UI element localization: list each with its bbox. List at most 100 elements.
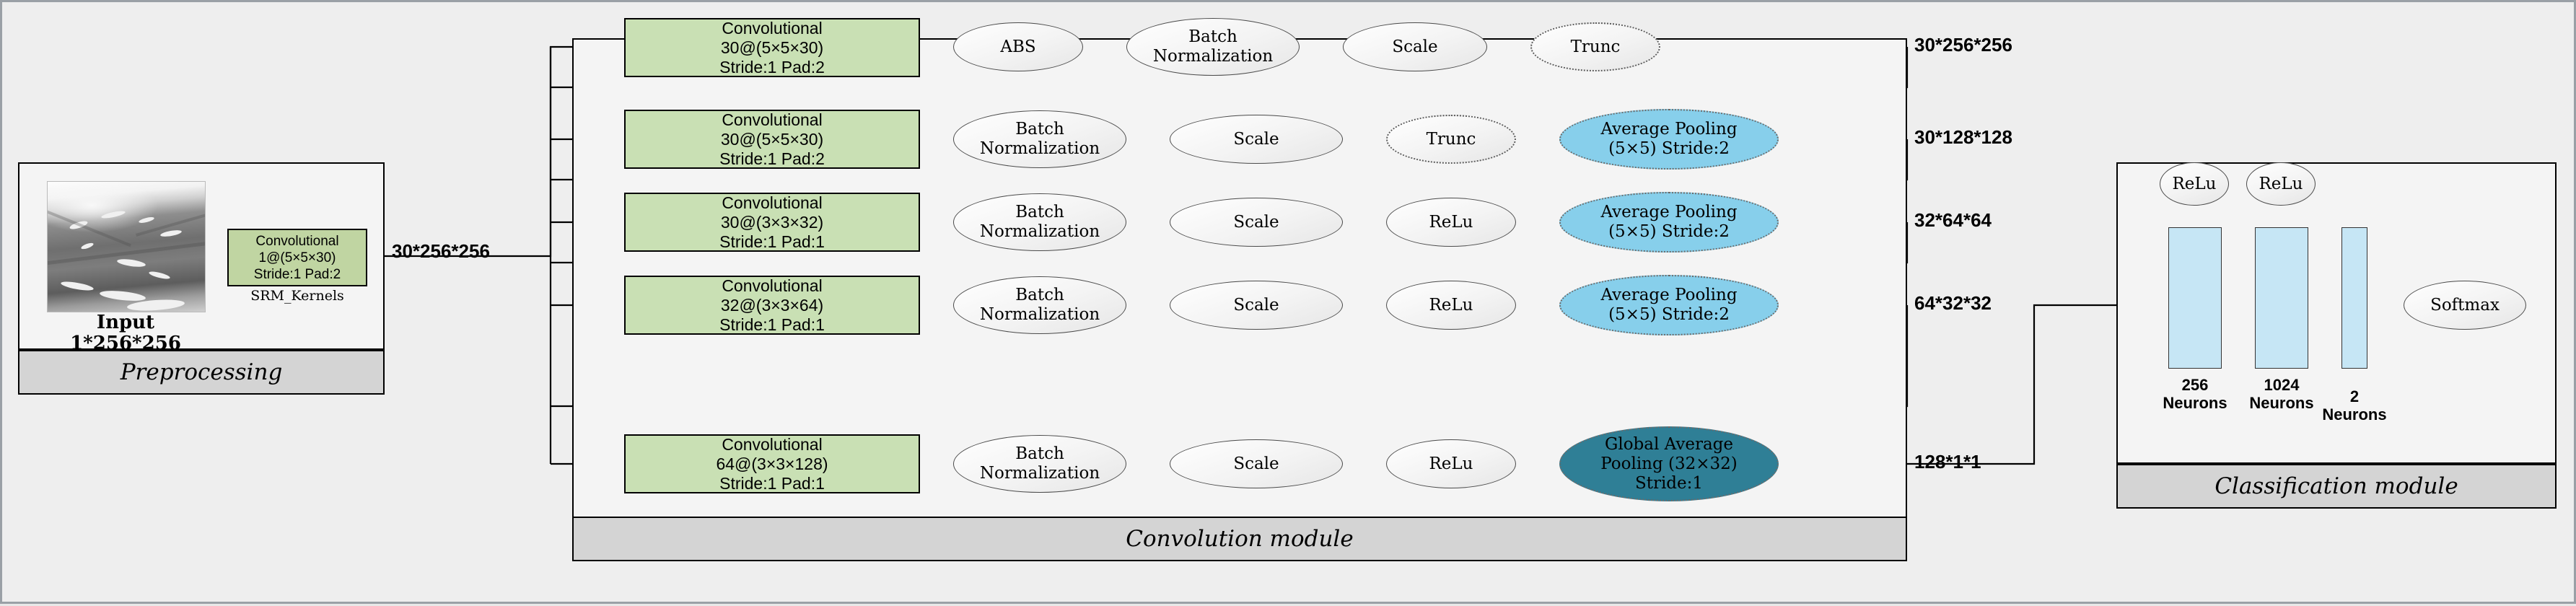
stage-batchnorm-row1[interactable]: Batch Normalization [1126, 18, 1300, 76]
fc-layer-2[interactable] [2341, 227, 2367, 369]
row2-output-dim: 30*128*128 [1914, 126, 2012, 148]
stage-label-l2: Normalization [979, 305, 1100, 324]
stage-label: Scale [1233, 129, 1279, 149]
stage-batchnorm-row2[interactable]: Batch Normalization [953, 110, 1126, 168]
input-caption-title: Input [96, 312, 155, 333]
relu-activation-2[interactable]: ReLu [2246, 162, 2316, 206]
softmax-label: Softmax [2430, 295, 2500, 315]
stage-label-l1: Batch [1015, 286, 1064, 304]
stage-label-l2: Normalization [1152, 47, 1274, 66]
conv-shape: 64@(3×3×128) [716, 454, 828, 473]
stage-label-l1: Average Pooling [1600, 286, 1738, 304]
relu-label: ReLu [2259, 174, 2303, 193]
stage-relu-row4[interactable]: ReLu [1386, 281, 1516, 330]
row5-output-dim: 128*1*1 [1914, 451, 1981, 473]
conv-box-row3[interactable]: Convolutional 30@(3×3×32) Stride:1 Pad:1 [624, 193, 920, 252]
softmax-node[interactable]: Softmax [2404, 281, 2526, 330]
conv-shape: 30@(5×5×30) [720, 129, 824, 149]
stage-label-l2: (5×5) Stride:2 [1608, 222, 1730, 241]
stage-avgpool-row4[interactable]: Average Pooling (5×5) Stride:2 [1559, 275, 1779, 335]
input-caption: Input 1*256*256 [34, 312, 217, 354]
stage-scale-row1[interactable]: Scale [1343, 22, 1487, 71]
srm-conv-shape: 1@(5×5×30) [258, 250, 336, 265]
srm-kernels-caption: SRM_Kernels [250, 288, 344, 304]
neuron-unit: Neurons [2249, 394, 2314, 412]
stage-scale-row3[interactable]: Scale [1170, 198, 1343, 247]
conv-stride: Stride:1 Pad:1 [719, 232, 825, 251]
stage-avgpool-row3[interactable]: Average Pooling (5×5) Stride:2 [1559, 192, 1779, 252]
stage-avgpool-row2[interactable]: Average Pooling (5×5) Stride:2 [1559, 109, 1779, 170]
srm-kernels-conv-box[interactable]: Convolutional 1@(5×5×30) Stride:1 Pad:2 [227, 229, 367, 286]
stage-label: Scale [1233, 212, 1279, 232]
stage-label-l1: Batch [1015, 120, 1064, 139]
conv-box-row2[interactable]: Convolutional 30@(5×5×30) Stride:1 Pad:2 [624, 110, 920, 169]
fc-layer-1024-caption: 1024 Neurons [2242, 376, 2321, 412]
stage-label-l2: Normalization [979, 222, 1100, 241]
relu-label: ReLu [2172, 174, 2217, 193]
conv-box-row5[interactable]: Convolutional 64@(3×3×128) Stride:1 Pad:… [624, 434, 920, 493]
conv-shape: 30@(3×3×32) [720, 212, 824, 232]
stage-label-l1: Average Pooling [1600, 120, 1738, 139]
stage-label: ReLu [1429, 212, 1473, 232]
stage-label: Trunc [1570, 37, 1621, 56]
stage-label-l1: Batch [1015, 444, 1064, 463]
stage-label: ReLu [1429, 454, 1473, 473]
conv-stride: Stride:1 Pad:1 [719, 473, 825, 493]
stage-label: ReLu [1429, 295, 1473, 315]
stage-label: Scale [1233, 454, 1279, 473]
preprocessing-output-dim: 30*256*256 [392, 240, 490, 262]
conv-shape: 32@(3×3×64) [720, 295, 824, 315]
row1-output-dim: 30*256*256 [1914, 34, 2012, 56]
conv-stride: Stride:1 Pad:2 [719, 57, 825, 76]
fc-layer-256-caption: 256 Neurons [2155, 376, 2235, 412]
stage-batchnorm-row3[interactable]: Batch Normalization [953, 193, 1126, 251]
conv-type: Convolutional [722, 18, 823, 38]
neuron-unit: Neurons [2322, 405, 2387, 423]
input-image-thumbnail [47, 181, 206, 312]
stage-batchnorm-row5[interactable]: Batch Normalization [953, 435, 1126, 493]
row4-output-dim: 64*32*32 [1914, 292, 1992, 314]
conv-type: Convolutional [722, 276, 823, 295]
srm-conv-stride: Stride:1 Pad:2 [253, 266, 341, 282]
stage-trunc-row1[interactable]: Trunc [1530, 22, 1660, 71]
stage-label: Scale [1233, 295, 1279, 315]
neuron-count: 256 [2181, 376, 2209, 394]
neuron-unit: Neurons [2163, 394, 2227, 412]
conv-box-row4[interactable]: Convolutional 32@(3×3×64) Stride:1 Pad:1 [624, 276, 920, 335]
fc-layer-256[interactable] [2168, 227, 2222, 369]
conv-shape: 30@(5×5×30) [720, 38, 824, 57]
preprocessing-module-label: Preprocessing [18, 350, 385, 395]
stage-label-l1: Average Pooling [1600, 203, 1738, 221]
conv-type: Convolutional [722, 193, 823, 212]
stage-relu-row5[interactable]: ReLu [1386, 439, 1516, 488]
relu-activation-1[interactable]: ReLu [2160, 162, 2229, 206]
conv-box-row1[interactable]: Convolutional 30@(5×5×30) Stride:1 Pad:2 [624, 18, 920, 77]
conv-stride: Stride:1 Pad:1 [719, 315, 825, 334]
stage-label-l2: (5×5) Stride:2 [1608, 305, 1730, 324]
conv-type: Convolutional [722, 434, 823, 454]
conv-type: Convolutional [722, 110, 823, 129]
stage-label-l3: Stride:1 [1634, 473, 1704, 493]
stage-scale-row2[interactable]: Scale [1170, 115, 1343, 164]
neuron-count: 2 [2349, 387, 2360, 405]
stage-scale-row5[interactable]: Scale [1170, 439, 1343, 488]
fc-layer-1024[interactable] [2255, 227, 2308, 369]
stage-label-l2: Normalization [979, 464, 1100, 483]
stage-label: Trunc [1426, 129, 1476, 149]
row3-output-dim: 32*64*64 [1914, 209, 1992, 231]
stage-scale-row4[interactable]: Scale [1170, 281, 1343, 330]
stage-label-l2: Normalization [979, 139, 1100, 158]
stage-label: Scale [1392, 37, 1438, 56]
stage-batchnorm-row4[interactable]: Batch Normalization [953, 276, 1126, 334]
stage-label-l1: Batch [1015, 203, 1064, 221]
stage-trunc-row2[interactable]: Trunc [1386, 115, 1516, 164]
stage-label-l1: Global Average [1604, 434, 1733, 454]
stage-abs-row1[interactable]: ABS [953, 22, 1083, 71]
convolution-module-label: Convolution module [572, 517, 1907, 561]
stage-global-avgpool-row5[interactable]: Global Average Pooling (32×32) Stride:1 [1559, 426, 1779, 501]
neuron-count: 1024 [2264, 376, 2300, 394]
classification-module-label: Classification module [2116, 464, 2557, 509]
stage-relu-row3[interactable]: ReLu [1386, 198, 1516, 247]
conv-stride: Stride:1 Pad:2 [719, 149, 825, 168]
